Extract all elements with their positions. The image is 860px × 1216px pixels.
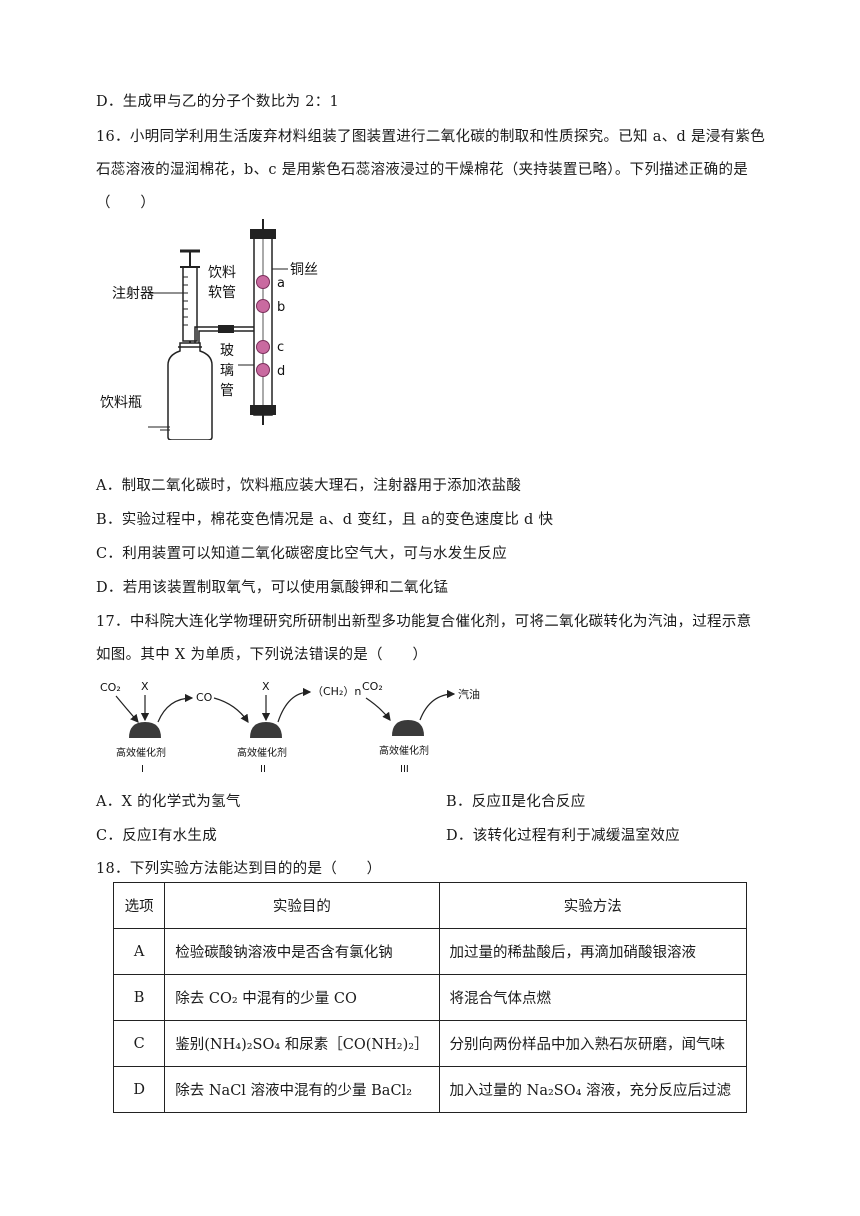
row-method: 加入过量的 Na₂SO₄ 溶液，充分反应后过滤 [438, 1066, 748, 1113]
label-a: a [277, 276, 285, 291]
glass-label-1: 玻 [220, 343, 234, 359]
prev-option-d: D．生成甲与乙的分子个数比为 2：1 [96, 94, 340, 110]
q17-stem-line1: 17．中科院大连化学物理研究所研制出新型多功能复合催化剂，可将二氧化碳转化为汽油… [96, 614, 752, 630]
hose-label-1: 饮料 [208, 265, 236, 281]
catalyst-label-1: 高效催化剂 [116, 746, 166, 759]
header-method: 实验方法 [438, 882, 748, 929]
cotton-b [256, 299, 270, 313]
hose-label-2: 软管 [208, 285, 236, 301]
cotton-d [256, 363, 270, 377]
row-method: 加过量的稀盐酸后，再滴加硝酸银溶液 [438, 928, 748, 975]
q16-stem-line3: （ ） [96, 195, 156, 211]
row-purpose: 鉴别(NH₄)₂SO₄ 和尿素［CO(NH₂)₂］ [164, 1020, 440, 1067]
table-row: A 检验碳酸钠溶液中是否含有氯化钠 加过量的稀盐酸后，再滴加硝酸银溶液 [112, 928, 748, 975]
q16-stem-line2: 石蕊溶液的湿润棉花，b、c 是用紫色石蕊溶液浸过的干燥棉花（夹持装置已略）。下列… [96, 162, 749, 178]
q16-option-c: C．利用装置可以知道二氧化碳密度比空气大，可与水发生反应 [96, 546, 507, 562]
reaction-i-label: I [141, 764, 144, 775]
x-input-2: X [262, 680, 270, 693]
cotton-a [256, 275, 270, 289]
catalyst-2 [250, 722, 282, 738]
row-purpose: 除去 NaCl 溶液中混有的少量 BaCl₂ [164, 1066, 440, 1113]
copper-wire-label: 铜丝 [290, 262, 318, 278]
label-c: c [277, 340, 284, 355]
q17-option-b: B．反应Ⅱ是化合反应 [446, 794, 586, 810]
row-option: D [112, 1066, 166, 1113]
row-method: 分别向两份样品中加入熟石灰研磨，闻气味 [438, 1020, 748, 1067]
header-option: 选项 [112, 882, 166, 929]
catalyst-3 [392, 720, 424, 736]
row-purpose: 除去 CO₂ 中混有的少量 CO [164, 974, 440, 1021]
q16-stem-line1: 16．小明同学利用生活废弃材料组装了图装置进行二氧化碳的制取和性质探究。已知 a… [96, 129, 765, 145]
row-purpose: 检验碳酸钠溶液中是否含有氯化钠 [164, 928, 440, 975]
q17-option-a: A．X 的化学式为氢气 [96, 794, 241, 810]
co2-input-1: CO₂ [100, 681, 121, 694]
table-row: D 除去 NaCl 溶液中混有的少量 BaCl₂ 加入过量的 Na₂SO₄ 溶液… [112, 1066, 748, 1113]
table-row: B 除去 CO₂ 中混有的少量 CO 将混合气体点燃 [112, 974, 748, 1021]
q17-option-d: D．该转化过程有利于减缓温室效应 [446, 828, 680, 844]
glass-label-3: 管 [220, 383, 234, 399]
label-d: d [277, 364, 285, 379]
experiment-table: 选项 实验目的 实验方法 A 检验碳酸钠溶液中是否含有氯化钠 加过量的稀盐酸后，… [112, 882, 748, 1113]
row-option: B [112, 974, 166, 1021]
row-option: A [112, 928, 166, 975]
row-option: C [112, 1020, 166, 1067]
catalyst-1 [129, 722, 161, 738]
header-purpose: 实验目的 [164, 882, 440, 929]
reaction-ii-label: II [260, 764, 266, 775]
co2-apparatus-figure: 注射器 饮料瓶 饮料 软管 铜丝 a b c d 玻 璃 管 [100, 219, 318, 440]
glass-label-2: 璃 [220, 362, 234, 379]
bottle-label: 饮料瓶 [100, 395, 142, 411]
q16-option-d: D．若用该装置制取氧气，可以使用氯酸钾和二氧化锰 [96, 580, 449, 596]
x-input-1: X [141, 680, 149, 693]
catalysis-process-figure: CO₂ X CO 高效催化剂 I X （CH₂）n 高效催化剂 II CO₂ 汽… [100, 680, 480, 775]
catalyst-label-3: 高效催化剂 [379, 744, 429, 757]
ch2n-output: （CH₂）n [312, 685, 361, 698]
q17-stem-line2: 如图。其中 X 为单质，下列说法错误的是（ ） [96, 647, 428, 663]
reaction-iii-label: III [400, 764, 409, 775]
syringe-label: 注射器 [112, 286, 154, 302]
q16-option-a: A．制取二氧化碳时，饮料瓶应装大理石，注射器用于添加浓盐酸 [96, 478, 522, 494]
table-header-row: 选项 实验目的 实验方法 [112, 882, 748, 929]
cotton-c [256, 340, 270, 354]
gasoline-output: 汽油 [458, 687, 480, 701]
label-b: b [277, 300, 285, 315]
co-output: CO [196, 691, 213, 704]
co2-input-2: CO₂ [362, 680, 383, 693]
q18-stem: 18．下列实验方法能达到目的的是（ ） [96, 861, 382, 877]
q16-option-b: B．实验过程中，棉花变色情况是 a、d 变红，且 a的变色速度比 d 快 [96, 512, 554, 528]
q17-option-c: C．反应Ⅰ有水生成 [96, 828, 218, 844]
catalyst-label-2: 高效催化剂 [237, 746, 287, 759]
table-row: C 鉴别(NH₄)₂SO₄ 和尿素［CO(NH₂)₂］ 分别向两份样品中加入熟石… [112, 1020, 748, 1067]
row-method: 将混合气体点燃 [438, 974, 748, 1021]
